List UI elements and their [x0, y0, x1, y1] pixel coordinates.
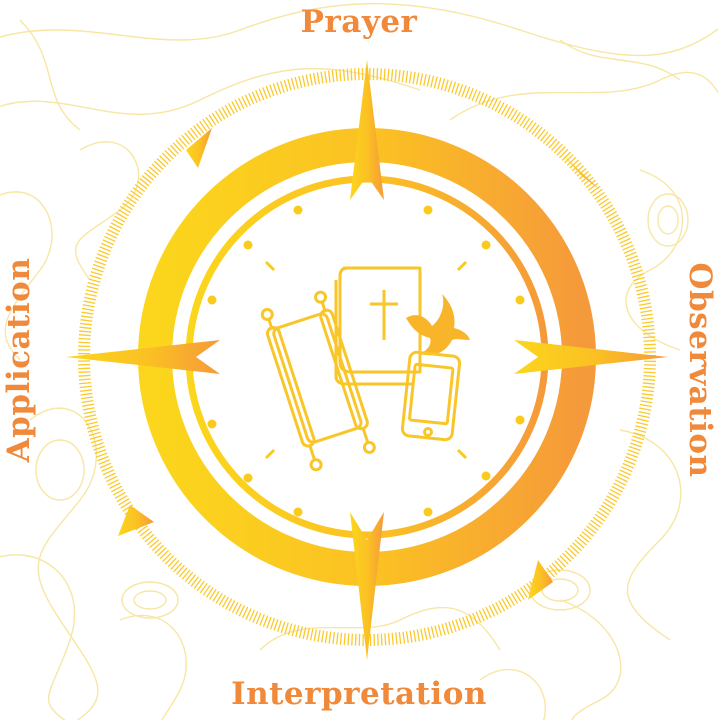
dove-icon	[406, 294, 470, 355]
interpretation-label: Interpretation	[0, 676, 718, 712]
compass-star	[66, 60, 668, 660]
phone-icon	[402, 352, 461, 441]
arrowhead-top-right	[562, 154, 600, 190]
observation-label: Observation	[682, 262, 718, 477]
arrowhead-bottom-left	[118, 505, 154, 536]
inner-dial-marks	[208, 206, 525, 517]
prayer-label: Prayer	[0, 4, 718, 40]
compass-inner-ring	[189, 179, 545, 535]
scroll-icon	[260, 291, 377, 472]
arrowhead-top-left	[186, 128, 212, 168]
application-label: Application	[1, 258, 37, 463]
compass-main-ring	[155, 145, 579, 569]
